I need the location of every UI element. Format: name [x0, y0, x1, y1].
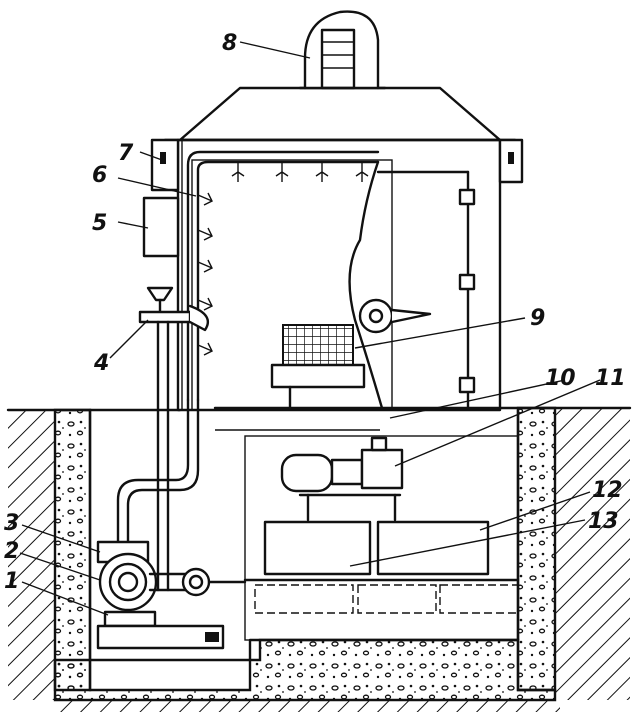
exhaust-fan [298, 10, 387, 90]
callout-7: 7 [118, 141, 134, 166]
callout-3: 3 [4, 511, 19, 536]
callout-13: 13 [588, 509, 619, 534]
top-nozzles [231, 162, 369, 182]
pump-assembly [96, 320, 247, 650]
spray-pipes [186, 150, 380, 402]
callout-12: 12 [592, 478, 623, 503]
callout-5: 5 [92, 211, 107, 236]
door-and-curtain [348, 160, 476, 410]
callout-labels: 8 7 6 5 4 9 10 11 12 13 3 2 1 [4, 31, 626, 594]
callout-11: 11 [595, 366, 626, 391]
side-nozzles [197, 192, 213, 356]
control-box [142, 196, 180, 258]
callout-8: 8 [222, 31, 237, 56]
leader-lines [19, 41, 601, 616]
callout-6: 6 [92, 163, 107, 188]
callout-1: 1 [4, 569, 19, 594]
cabinet-housing [150, 86, 524, 431]
detergent-dispenser [138, 286, 210, 332]
callout-9: 9 [530, 306, 545, 331]
callout-2: 2 [4, 539, 19, 564]
ground-soil [6, 406, 632, 712]
machine-room [243, 435, 520, 641]
dish-rack [270, 324, 366, 410]
callout-4: 4 [93, 351, 109, 376]
callout-10: 10 [545, 366, 576, 391]
